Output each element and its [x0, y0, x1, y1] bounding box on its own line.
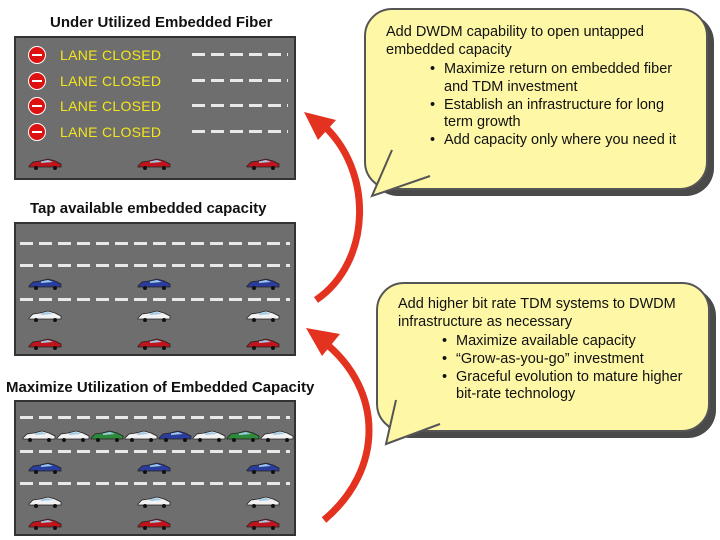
bullet-item: Maximize available capacity	[440, 333, 698, 351]
road-tap-capacity	[14, 222, 296, 356]
car-icon	[137, 310, 171, 322]
car-icon	[246, 310, 280, 322]
car-icon	[28, 310, 62, 322]
closed-lane-row: LANE CLOSED	[16, 42, 294, 66]
car-lane	[16, 308, 294, 324]
car-icon	[137, 278, 171, 290]
car-lane	[16, 276, 294, 292]
lane-divider	[20, 416, 290, 419]
car-icon	[137, 158, 171, 170]
bullet-item: Maximize return on embedded fiber and TD…	[428, 61, 696, 96]
lane-divider	[192, 79, 288, 82]
car-icon	[56, 430, 90, 442]
speech-bubble-tdm: Add higher bit rate TDM systems to DWDM …	[376, 282, 710, 432]
curved-arrow-icon	[321, 339, 373, 523]
bubble-tail	[384, 399, 441, 446]
car-icon	[28, 518, 62, 530]
car-icon	[28, 462, 62, 474]
bullet-item: Add capacity only where you need it	[428, 132, 696, 150]
no-entry-icon	[28, 72, 46, 90]
panel-title-tap-capacity: Tap available embedded capacity	[30, 200, 267, 217]
car-icon	[137, 518, 171, 530]
car-icon	[246, 158, 280, 170]
lane-divider	[192, 53, 288, 56]
bubble-tail	[370, 149, 431, 198]
car-icon	[28, 338, 62, 350]
lane-divider	[20, 482, 290, 485]
car-icon	[158, 430, 192, 442]
lane-closed-label: LANE CLOSED	[60, 73, 162, 89]
car-icon	[226, 430, 260, 442]
lane-divider	[192, 104, 288, 107]
lane-divider	[20, 264, 290, 267]
car-icon	[192, 430, 226, 442]
car-icon	[137, 496, 171, 508]
no-entry-icon	[28, 46, 46, 64]
car-icon	[28, 496, 62, 508]
road-underutilized: LANE CLOSED LANE CLOSED LANE CLOSED LANE…	[14, 36, 296, 180]
bubble-bullet-list: Maximize available capacity “Grow-as-you…	[440, 333, 698, 404]
arrow-head	[306, 328, 340, 356]
car-icon	[246, 278, 280, 290]
road-maximize-utilization	[14, 400, 296, 536]
car-icon	[246, 518, 280, 530]
car-icon	[124, 430, 158, 442]
car-lane	[16, 460, 294, 476]
car-icon	[137, 462, 171, 474]
car-lane	[16, 494, 294, 510]
lane-divider	[192, 130, 288, 133]
lane-divider	[20, 242, 290, 245]
speech-bubble-dwdm: Add DWDM capability to open untapped emb…	[364, 8, 708, 190]
bullet-item: Graceful evolution to mature higher bit-…	[440, 369, 698, 404]
car-icon	[246, 338, 280, 350]
closed-lane-row: LANE CLOSED	[16, 68, 294, 92]
lane-divider	[20, 298, 290, 301]
car-lane	[16, 428, 294, 444]
panel-title-underutilized: Under Utilized Embedded Fiber	[50, 14, 273, 31]
lane-divider	[20, 450, 290, 453]
panel-title-maximize-utilization: Maximize Utilization of Embedded Capacit…	[6, 379, 315, 396]
curved-arrow-icon	[314, 121, 363, 303]
lane-closed-label: LANE CLOSED	[60, 124, 162, 140]
car-icon	[28, 158, 62, 170]
car-icon	[246, 462, 280, 474]
bubble-heading: Add higher bit rate TDM systems to DWDM …	[398, 296, 676, 330]
bullet-item: “Grow-as-you-go” investment	[440, 351, 698, 369]
car-icon	[246, 496, 280, 508]
car-icon	[137, 338, 171, 350]
no-entry-icon	[28, 97, 46, 115]
lane-closed-label: LANE CLOSED	[60, 98, 162, 114]
car-icon	[22, 430, 56, 442]
lane-closed-label: LANE CLOSED	[60, 47, 162, 63]
bubble-heading: Add DWDM capability to open untapped emb…	[386, 24, 644, 58]
car-icon	[260, 430, 294, 442]
no-entry-icon	[28, 123, 46, 141]
closed-lane-row: LANE CLOSED	[16, 119, 294, 143]
bullet-item: Establish an infrastructure for long ter…	[428, 97, 696, 132]
bubble-bullet-list: Maximize return on embedded fiber and TD…	[428, 61, 696, 149]
arrow-head	[304, 112, 336, 140]
car-lane	[16, 516, 294, 532]
car-icon	[28, 278, 62, 290]
closed-lane-row: LANE CLOSED	[16, 93, 294, 117]
car-lane	[16, 156, 294, 172]
car-icon	[90, 430, 124, 442]
car-lane	[16, 336, 294, 352]
